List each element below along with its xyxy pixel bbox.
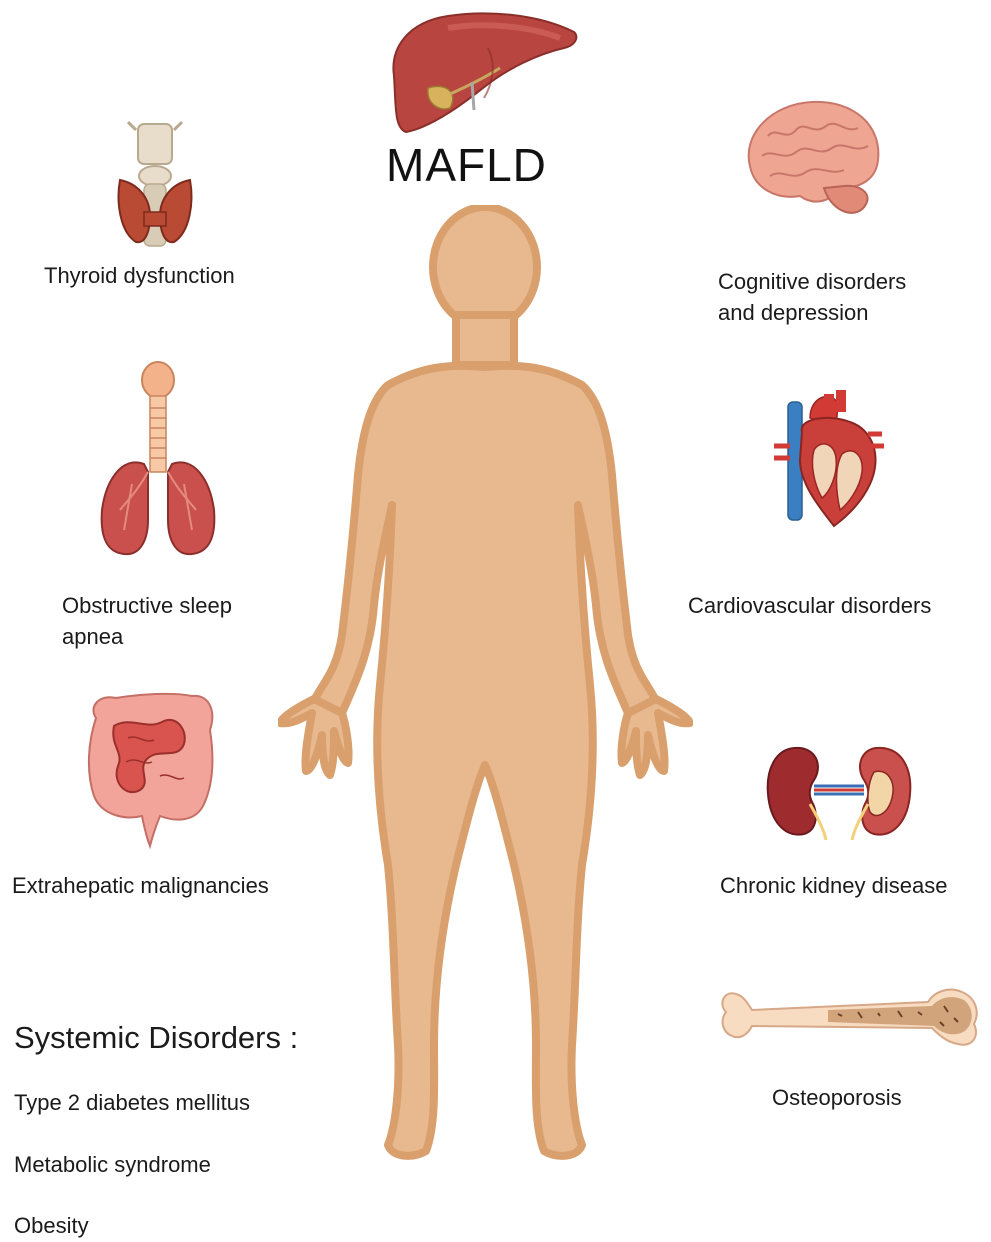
page-title: MAFLD [386, 138, 547, 192]
bone-label: Osteoporosis [772, 1082, 902, 1113]
brain-icon [740, 96, 885, 226]
lungs-label-line2: apnea [62, 621, 123, 652]
bone-icon [718, 982, 983, 1052]
lungs-label-line1: Obstructive sleep [62, 590, 232, 621]
lungs-icon [98, 360, 218, 560]
liver-illustration [388, 8, 583, 138]
systemic-item-diabetes: Type 2 diabetes mellitus [14, 1090, 250, 1116]
kidney-icon [764, 742, 914, 842]
heart-icon [770, 388, 885, 533]
kidney-label: Chronic kidney disease [720, 870, 947, 901]
intestine-icon [80, 686, 220, 851]
brain-label-line1: Cognitive disorders [718, 266, 906, 297]
thyroid-icon [110, 120, 200, 250]
human-body-figure [278, 205, 693, 1170]
intestine-label: Extrahepatic malignancies [12, 870, 269, 901]
systemic-disorders-heading: Systemic Disorders : [14, 1020, 298, 1056]
systemic-item-metabolic-syndrome: Metabolic syndrome [14, 1152, 211, 1178]
brain-label-line2: and depression [718, 297, 868, 328]
thyroid-label: Thyroid dysfunction [44, 260, 235, 291]
heart-label: Cardiovascular disorders [688, 590, 931, 621]
systemic-item-obesity: Obesity [14, 1213, 89, 1239]
